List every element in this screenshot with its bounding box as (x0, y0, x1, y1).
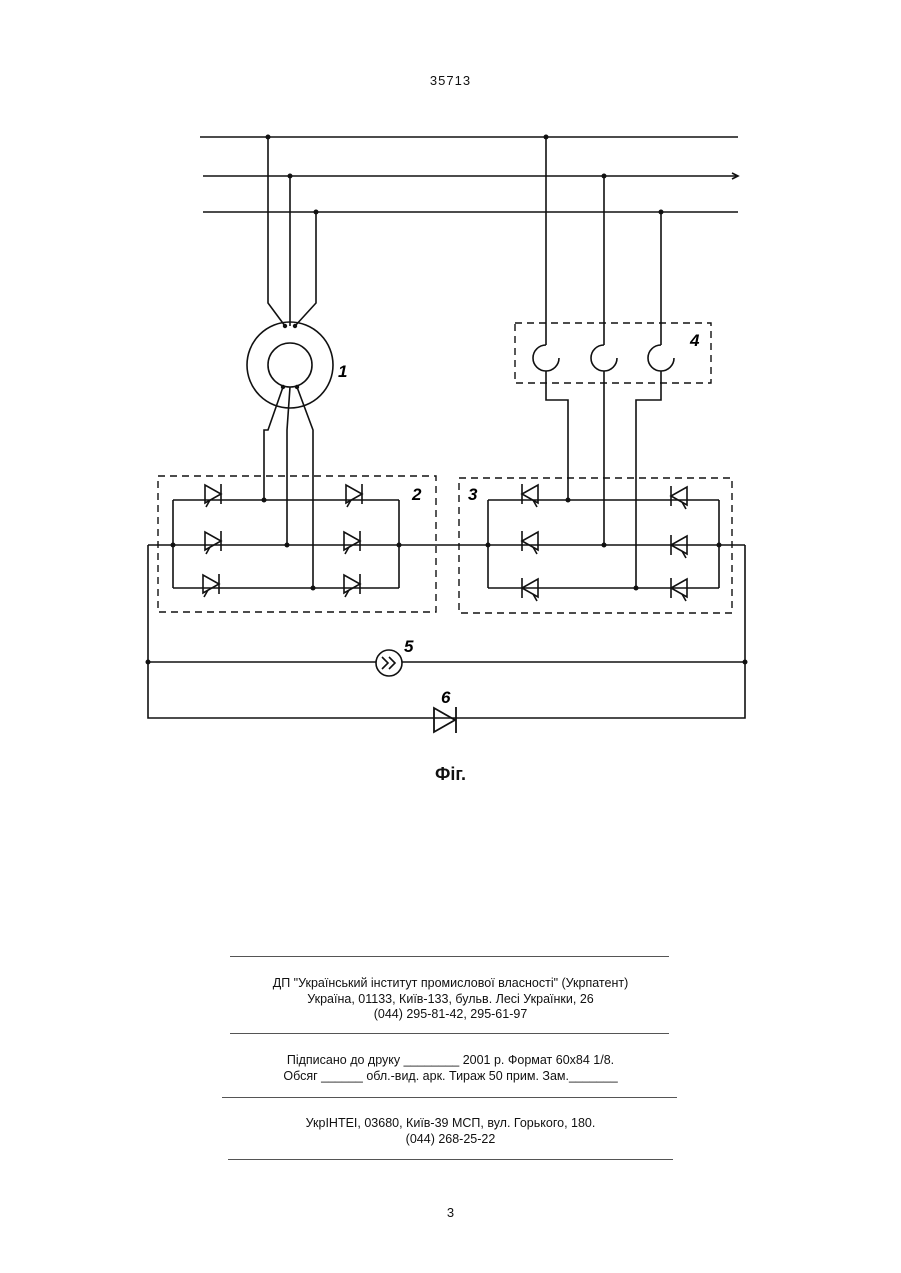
label-4: 4 (689, 331, 700, 350)
label-6: 6 (441, 688, 451, 707)
imprint-divider (222, 1097, 677, 1098)
patent-number: 35713 (0, 73, 901, 88)
label-2: 2 (411, 485, 422, 504)
printer-phone: (044) 268-25-22 (0, 1131, 901, 1147)
page-number: 3 (0, 1205, 901, 1220)
publisher-name: ДП "Український інститут промислової вла… (0, 975, 901, 991)
label-1: 1 (338, 362, 347, 381)
label-3: 3 (468, 485, 478, 504)
print-details: Підписано до друку ________ 2001 р. Форм… (0, 1052, 901, 1068)
imprint-divider (230, 956, 669, 957)
imprint-divider (230, 1033, 669, 1034)
imprint-divider (228, 1159, 673, 1160)
figure-caption: Фіг. (0, 764, 901, 785)
circuit-diagram: 1 2 3 4 5 6 (125, 108, 775, 768)
printer-address: УкрІНТЕІ, 03680, Київ-39 МСП, вул. Горьк… (0, 1115, 901, 1131)
print-volume: Обсяг ______ обл.-вид. арк. Тираж 50 при… (0, 1068, 901, 1084)
publisher-phone: (044) 295-81-42, 295-61-97 (0, 1006, 901, 1022)
label-5: 5 (404, 637, 414, 656)
publisher-address: Україна, 01133, Київ-133, бульв. Лесі Ук… (0, 991, 901, 1007)
